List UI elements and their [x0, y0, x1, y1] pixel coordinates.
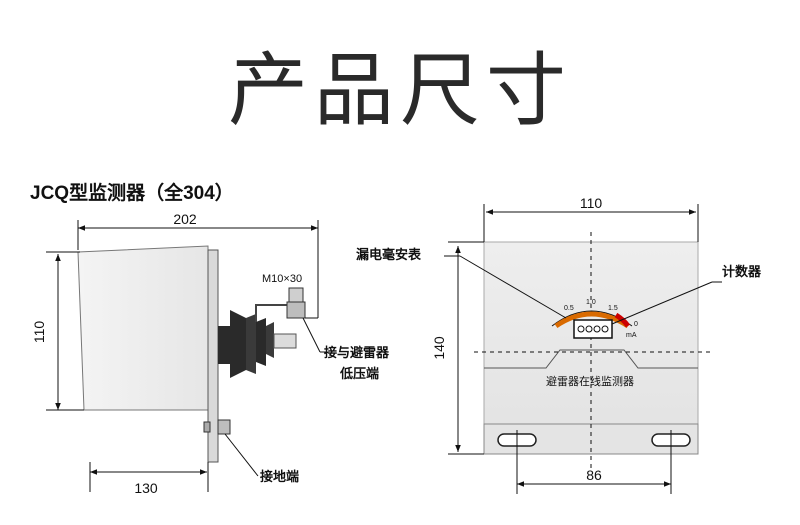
front-view: 0.5 1.0 1.5 0 mA 避雷器在线监测器 110 140 86 漏电毫…	[356, 195, 762, 494]
counter-digit-2	[585, 325, 593, 333]
counter-window	[573, 319, 613, 339]
terminal-stud	[273, 333, 297, 349]
counter-digit-4	[601, 325, 609, 333]
arrester-label-line2: 低压端	[339, 366, 379, 382]
housing-body	[77, 245, 209, 411]
panel-label: 避雷器在线监测器	[546, 374, 634, 388]
ground-stud	[217, 419, 231, 435]
counter-digit-3	[593, 325, 601, 333]
model-title: JCQ型监测器（全304）	[30, 183, 234, 204]
dim-holes-86: 86	[586, 467, 602, 483]
ground-nut	[203, 421, 211, 433]
arrester-label-line1: 接与避雷器	[324, 345, 390, 361]
dim-length-202: 202	[173, 211, 197, 227]
dim-height-140: 140	[431, 336, 447, 360]
bracket	[255, 304, 296, 322]
dim-base-130: 130	[134, 480, 158, 496]
ground-label: 接地端	[260, 469, 299, 485]
scale-tick-1-5: 1.5	[608, 305, 618, 312]
insulator	[218, 310, 274, 378]
dim-height-110-side: 110	[31, 321, 47, 344]
bolt-nut	[286, 301, 306, 319]
meter-unit: mA	[626, 332, 637, 339]
scale-tick-0-5: 0.5	[564, 305, 574, 312]
meter-color-band	[554, 311, 630, 329]
counter-digit-1	[577, 325, 585, 333]
scale-tick-max: 0	[634, 321, 638, 328]
scale-tick-1-0: 1.0	[586, 299, 596, 306]
meter-label: 漏电毫安表	[356, 247, 422, 263]
bolt-head	[288, 287, 304, 303]
bolt-label: M10×30	[262, 273, 302, 285]
dim-width-110-front: 110	[580, 195, 603, 211]
page-title: 产品尺寸	[228, 44, 572, 137]
meter-red-zone	[614, 312, 631, 328]
panel-step	[484, 349, 698, 369]
counter-label: 计数器	[722, 264, 762, 280]
side-view: 202 110 130 M10×30 接与避雷器 低压端 接地端	[31, 211, 390, 496]
